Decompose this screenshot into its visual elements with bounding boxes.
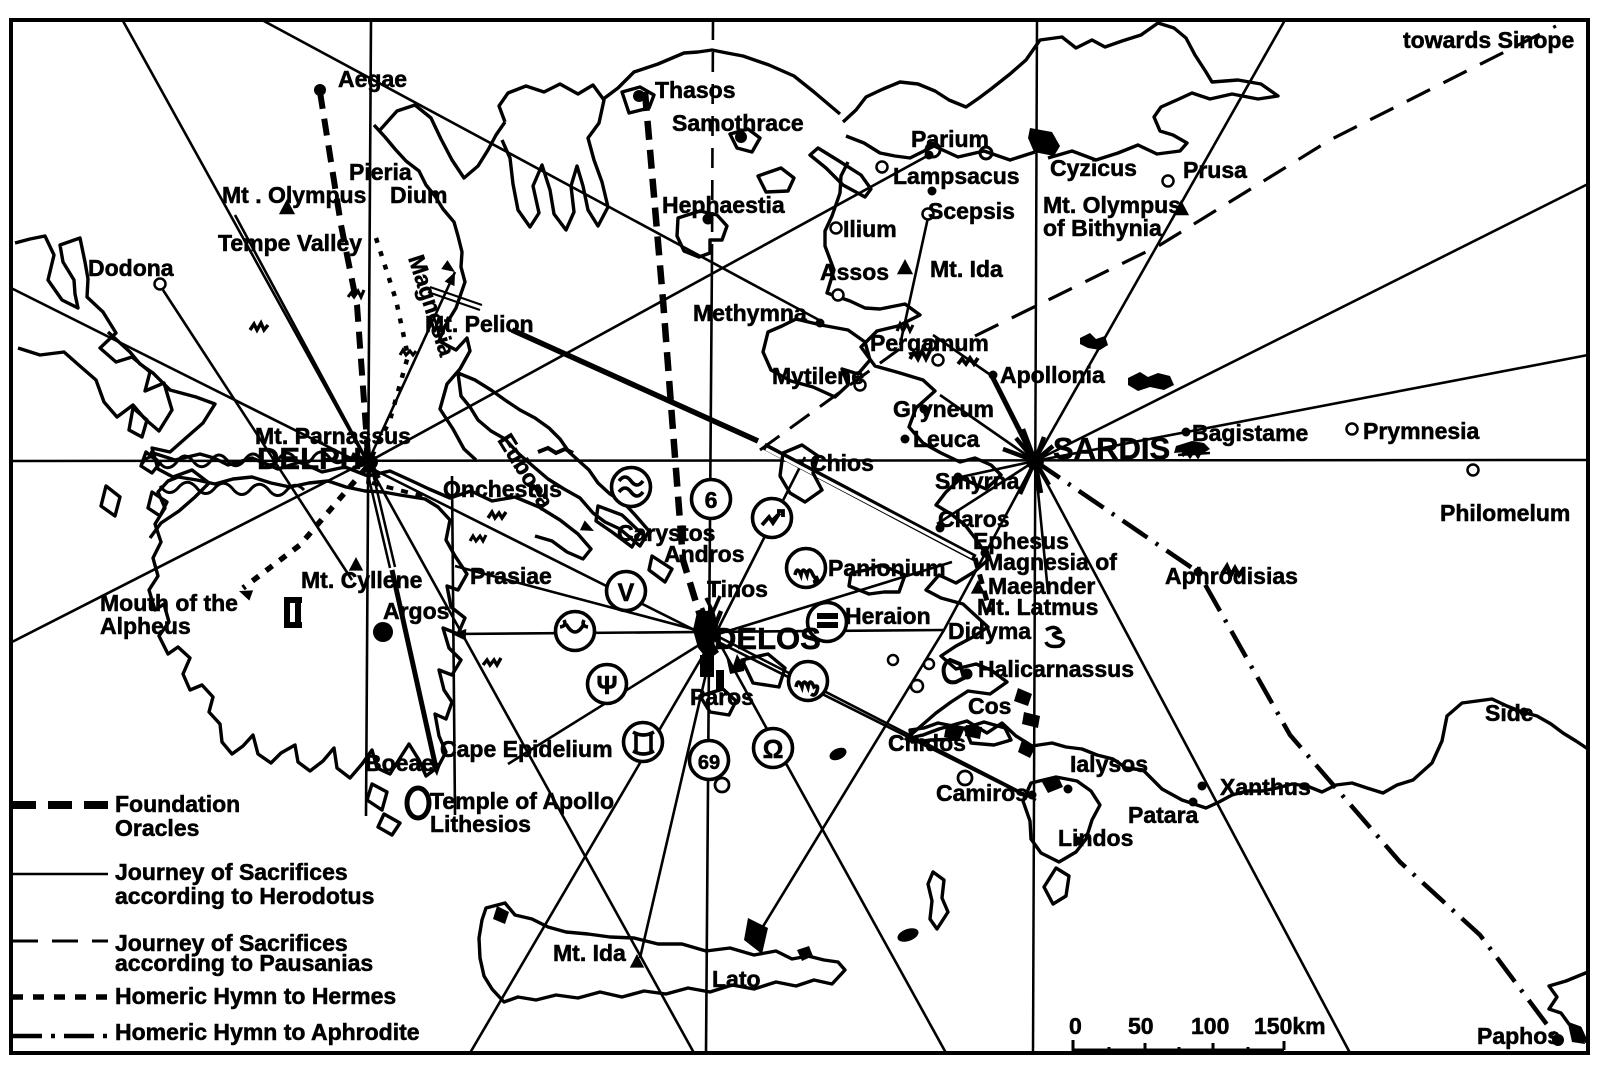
svg-text:Heraion: Heraion [845, 603, 931, 629]
svg-text:towards Sinope: towards Sinope [1403, 27, 1574, 53]
svg-text:Paros: Paros [690, 684, 754, 710]
svg-text:Journey of Sacrifices: Journey of Sacrifices [115, 930, 348, 956]
svg-text:Mt. Ida: Mt. Ida [930, 256, 1003, 282]
svg-text:Xanthus: Xanthus [1220, 774, 1311, 800]
svg-text:Thasos: Thasos [655, 77, 736, 103]
svg-text:Mt. Parnassus: Mt. Parnassus [255, 423, 411, 449]
svg-text:Philomelum: Philomelum [1440, 500, 1570, 526]
svg-text:Smyrna: Smyrna [935, 468, 1020, 494]
svg-text:Hephaestia: Hephaestia [662, 192, 785, 218]
svg-text:Journey of Sacrifices: Journey of Sacrifices [115, 859, 348, 885]
svg-text:Pergamum: Pergamum [870, 330, 989, 356]
svg-text:Tinos: Tinos [707, 576, 768, 602]
svg-text:Ψ: Ψ [596, 670, 617, 700]
svg-text:Cnidos: Cnidos [888, 730, 966, 756]
svg-text:6: 6 [705, 487, 718, 513]
svg-text:Mouth of the: Mouth of the [100, 590, 238, 616]
svg-text:Maeander: Maeander [988, 573, 1095, 599]
svg-text:Claros: Claros [938, 506, 1010, 532]
svg-text:Lampsacus: Lampsacus [893, 163, 1020, 189]
svg-text:Dium: Dium [390, 182, 448, 208]
svg-text:Mt . Olympus: Mt . Olympus [222, 182, 366, 208]
svg-text:150km: 150km [1254, 1013, 1326, 1039]
svg-text:Tempe Valley: Tempe Valley [218, 230, 362, 256]
svg-text:Homeric Hymn to Hermes: Homeric Hymn to Hermes [115, 983, 396, 1009]
svg-text:Carystos: Carystos [617, 520, 715, 546]
svg-text:0: 0 [1069, 1013, 1082, 1039]
svg-text:Mt. Pelion: Mt. Pelion [425, 311, 534, 337]
svg-text:according to Pausanias: according to Pausanias [115, 950, 373, 976]
svg-text:50: 50 [1128, 1013, 1154, 1039]
svg-text:Mt. Cyllene: Mt. Cyllene [301, 567, 422, 593]
svg-text:Dodona: Dodona [88, 255, 174, 281]
svg-text:Methymna: Methymna [693, 300, 807, 326]
svg-text:Chios: Chios [810, 450, 874, 476]
svg-text:DELPHI: DELPHI [257, 441, 371, 476]
svg-text:Argos: Argos [383, 598, 449, 624]
svg-text:Mt. Ida: Mt. Ida [553, 940, 626, 966]
svg-text:Leuca: Leuca [913, 426, 980, 452]
svg-text:Foundation: Foundation [115, 791, 240, 817]
svg-text:V: V [618, 579, 635, 607]
svg-text:Samothrace: Samothrace [672, 110, 804, 136]
svg-text:Ialysos: Ialysos [1070, 751, 1148, 777]
svg-text:Aphrodisias: Aphrodisias [1165, 563, 1298, 589]
svg-text:Lindos: Lindos [1058, 825, 1133, 851]
svg-text:DELOS: DELOS [714, 621, 821, 656]
svg-text:Oracles: Oracles [115, 815, 199, 841]
svg-text:Mt. Olympus: Mt. Olympus [1043, 192, 1181, 218]
svg-text:Alpheus: Alpheus [100, 613, 191, 639]
svg-text:Temple of Apollo: Temple of Apollo [430, 788, 614, 814]
svg-text:100: 100 [1191, 1013, 1229, 1039]
svg-text:Assos: Assos [820, 259, 889, 285]
svg-text:Aegae: Aegae [338, 66, 407, 92]
svg-text:Homeric Hymn to Aphrodite: Homeric Hymn to Aphrodite [115, 1019, 420, 1045]
svg-text:Pieria: Pieria [349, 159, 412, 185]
svg-text:Onchestus: Onchestus [443, 476, 562, 502]
svg-text:of Bithynia: of Bithynia [1043, 215, 1162, 241]
svg-text:Prymnesia: Prymnesia [1363, 418, 1480, 444]
svg-text:SARDIS: SARDIS [1053, 431, 1170, 466]
svg-text:Parium: Parium [911, 126, 989, 152]
svg-text:Gryneum: Gryneum [893, 396, 994, 422]
svg-text:Bagistame: Bagistame [1192, 420, 1308, 446]
svg-text:Camiros: Camiros [936, 780, 1028, 806]
svg-text:Ilium: Ilium [843, 216, 897, 242]
svg-text:Halicarnassus: Halicarnassus [978, 656, 1134, 682]
svg-text:Cos: Cos [968, 693, 1011, 719]
svg-text:Cyzicus: Cyzicus [1050, 155, 1137, 181]
svg-text:Andros: Andros [664, 541, 745, 567]
svg-text:Cape Epidelium: Cape Epidelium [440, 736, 613, 762]
svg-text:Prusa: Prusa [1183, 157, 1247, 183]
svg-text:Lato: Lato [712, 966, 761, 992]
svg-text:Ephesus: Ephesus [973, 528, 1069, 554]
svg-text:Didyma: Didyma [948, 618, 1031, 644]
svg-text:Panionium: Panionium [828, 555, 946, 581]
svg-text:Side: Side [1485, 700, 1534, 726]
svg-text:Ω: Ω [763, 734, 784, 764]
svg-text:Boeae: Boeae [365, 750, 434, 776]
svg-text:Lithesios: Lithesios [430, 811, 531, 837]
svg-text:Apollonia: Apollonia [1000, 362, 1105, 388]
svg-text:69: 69 [698, 752, 720, 774]
svg-text:Patara: Patara [1128, 802, 1199, 828]
svg-text:Scepsis: Scepsis [928, 198, 1015, 224]
svg-text:Mytilene: Mytilene [772, 363, 864, 389]
svg-text:according to Herodotus: according to Herodotus [115, 883, 374, 909]
svg-text:Prasiae: Prasiae [470, 563, 552, 589]
svg-text:Paphos: Paphos [1477, 1023, 1560, 1049]
svg-text:Mt. Latmus: Mt. Latmus [977, 594, 1098, 620]
svg-text:Magnesia of: Magnesia of [984, 549, 1117, 575]
